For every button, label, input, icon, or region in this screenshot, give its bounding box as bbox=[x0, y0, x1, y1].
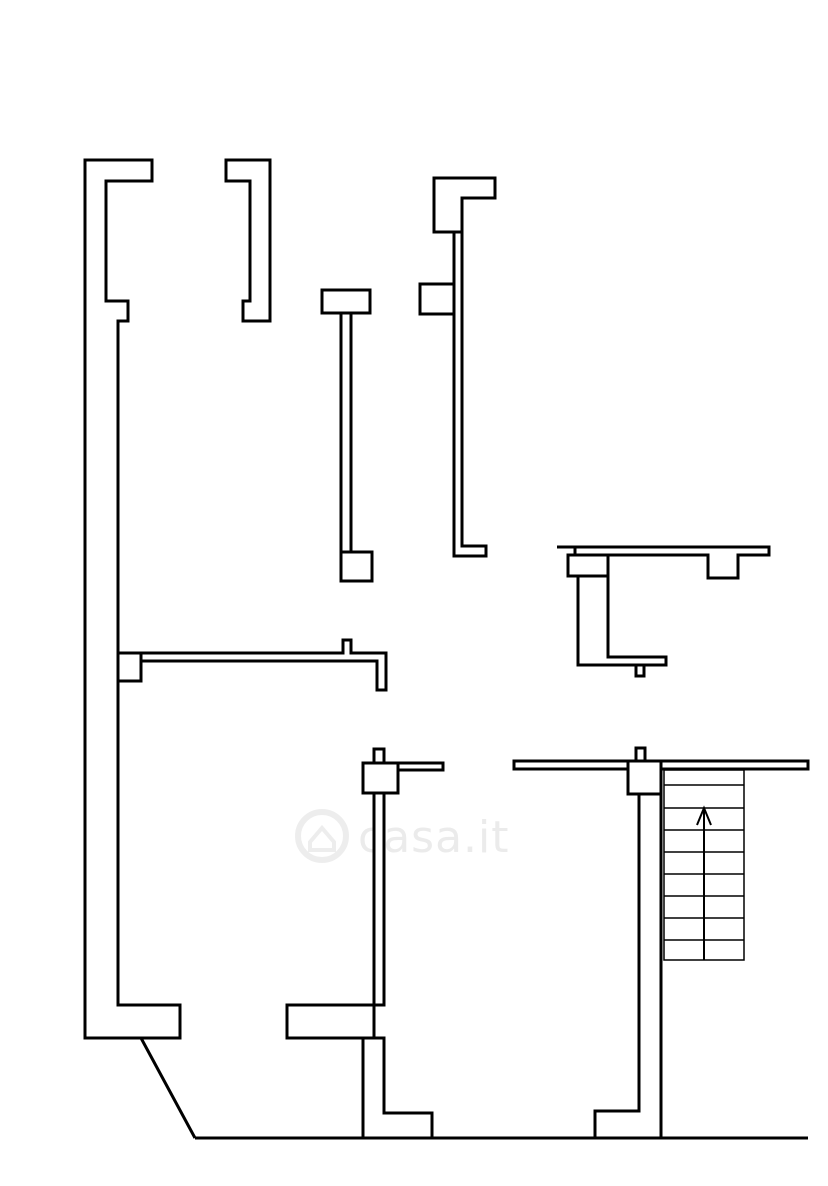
arrow-up-icon bbox=[696, 805, 712, 960]
partition-center-right bbox=[418, 176, 497, 558]
lower-center-wall bbox=[285, 747, 445, 1140]
left-outer-wall bbox=[83, 158, 182, 1040]
bottom-exterior-wall bbox=[139, 1037, 808, 1140]
mid-horizontal-wall bbox=[116, 638, 388, 692]
staircase bbox=[663, 769, 745, 961]
upper-wall-segment bbox=[224, 158, 272, 323]
right-l-block bbox=[557, 545, 771, 678]
house-logo-icon bbox=[295, 809, 349, 863]
watermark: casa.it bbox=[295, 809, 509, 863]
lower-right-wall bbox=[512, 746, 810, 1140]
partition-center-left bbox=[320, 288, 374, 583]
